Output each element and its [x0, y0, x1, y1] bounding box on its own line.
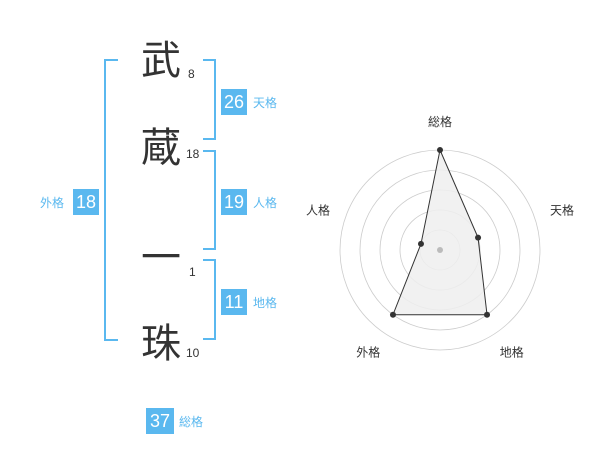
stroke-count-3: 1: [189, 265, 196, 279]
radar-axis-label: 外格: [356, 345, 380, 360]
stroke-count-2: 18: [186, 147, 200, 161]
gaikaku-label: 外格: [40, 196, 65, 210]
radar-point-4: [389, 311, 396, 318]
chikaku-label: 地格: [253, 296, 278, 310]
chikaku-bracket: [203, 259, 216, 340]
name-char-3: 一: [141, 235, 181, 281]
chikaku-value: 11: [221, 289, 247, 315]
stroke-count-4: 10: [186, 346, 200, 360]
radar-axis-label: 地格: [500, 345, 524, 360]
name-char-4: 珠: [141, 321, 181, 367]
radar-axis-label: 総格: [428, 114, 452, 129]
tenkaku-bracket: [203, 59, 216, 140]
radar-point-2: [475, 234, 482, 241]
radar-point-5: [417, 240, 424, 247]
radar-center-dot: [437, 247, 443, 253]
radar-axis-label: 人格: [306, 202, 330, 217]
tenkaku-value: 26: [221, 89, 247, 115]
jinkaku-bracket: [203, 150, 216, 250]
tenkaku-label: 天格: [253, 96, 278, 110]
soukaku-value: 37: [146, 408, 174, 434]
radar-axis-label: 天格: [550, 202, 574, 217]
soukaku-label: 総格: [179, 415, 204, 429]
radar-data-area: [392, 148, 488, 316]
gaikaku-bracket: [104, 59, 118, 341]
radar-point-1: [437, 147, 443, 153]
stroke-count-1: 8: [188, 67, 195, 81]
radar-point-3: [484, 311, 491, 318]
gaikaku-value: 18: [73, 189, 99, 215]
jinkaku-label: 人格: [253, 196, 278, 210]
name-char-1: 武: [141, 38, 181, 84]
jinkaku-value: 19: [221, 189, 247, 215]
name-char-2: 蔵: [141, 125, 181, 171]
